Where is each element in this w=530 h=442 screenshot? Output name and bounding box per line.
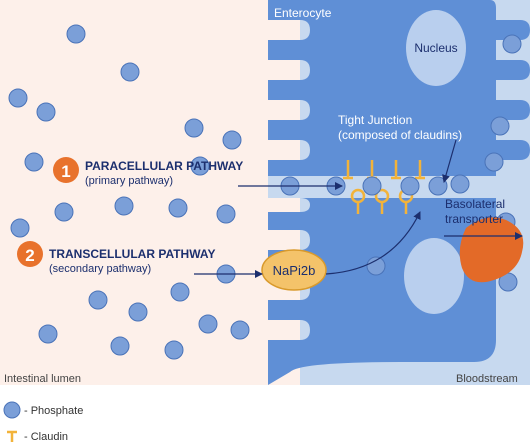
phosphate-molecule: [66, 24, 86, 44]
pathway-2-title: TRANSCELLULAR PATHWAY: [49, 247, 215, 261]
pathway-1-subtitle: (primary pathway): [85, 175, 173, 187]
pathway-2-subtitle: (secondary pathway): [49, 263, 151, 275]
pathway-1-number: 1: [61, 162, 70, 181]
phosphate-molecule: [400, 176, 420, 196]
phosphate-molecule: [170, 282, 190, 302]
tight-junction-label-2: (composed of claudins): [338, 128, 462, 142]
phosphate-molecule: [168, 198, 188, 218]
phosphate-molecule: [190, 156, 210, 176]
phosphate-molecule: [222, 130, 242, 150]
nucleus-upper: [406, 10, 466, 86]
phosphate-molecule: [128, 302, 148, 322]
claudin-top-3: [391, 160, 401, 180]
intracellular-arrow: [325, 211, 421, 275]
legend-claudin-swatch: [7, 430, 17, 442]
legend-phosphate-label: - Phosphate: [24, 405, 83, 417]
phosphate-molecule: [198, 314, 218, 334]
phosphate-molecule: [366, 256, 386, 276]
phosphate-molecule: [114, 196, 134, 216]
phosphate-molecule: [502, 34, 522, 54]
legend-phosphate-swatch: [3, 401, 21, 419]
tight-junction-label-1: Tight Junction: [338, 113, 412, 127]
legend-claudin-label: - Claudin: [24, 431, 68, 442]
phosphate-molecule: [164, 340, 184, 360]
phosphate-molecule: [184, 118, 204, 138]
phosphate-molecule: [120, 62, 140, 82]
phosphate-molecule: [110, 336, 130, 356]
tight-junction-pointer: [442, 139, 457, 183]
phosphate-molecule: [38, 324, 58, 344]
bloodstream-label: Bloodstream: [456, 373, 518, 385]
phosphate-molecule: [450, 174, 470, 194]
pathway-2-number: 2: [25, 246, 34, 265]
claudin-top-1: [343, 160, 353, 180]
enterocyte-label: Enterocyte: [274, 6, 332, 20]
phosphate-molecule: [24, 152, 44, 172]
phosphate-molecule: [490, 116, 510, 136]
basolateral-label-2: transporter: [445, 212, 503, 226]
pathway-1-badge: [53, 157, 79, 183]
phosphate-molecule: [54, 202, 74, 222]
napi2b-label: NaPi2b: [273, 263, 316, 278]
basolateral-transporter: [459, 217, 524, 283]
phosphate-molecule: [36, 102, 56, 122]
phosphate-molecule: [88, 290, 108, 310]
nucleus-label: Nucleus: [414, 41, 457, 55]
lumen-label: Intestinal lumen: [4, 373, 81, 385]
phosphate-molecule: [216, 204, 236, 224]
phosphate-molecule: [484, 152, 504, 172]
phosphate-molecule: [362, 176, 382, 196]
claudin-top-4: [415, 160, 425, 180]
phosphate-molecule: [8, 88, 28, 108]
nucleus-lower: [404, 238, 464, 314]
phosphate-molecule: [10, 218, 30, 238]
pathway-1-title: PARACELLULAR PATHWAY: [85, 159, 243, 173]
pathway-2-badge: [17, 241, 43, 267]
phosphate-molecule: [230, 320, 250, 340]
basolateral-label-1: Basolateral: [445, 197, 505, 211]
lumen-background: [0, 0, 300, 385]
claudin-group: [343, 160, 425, 214]
